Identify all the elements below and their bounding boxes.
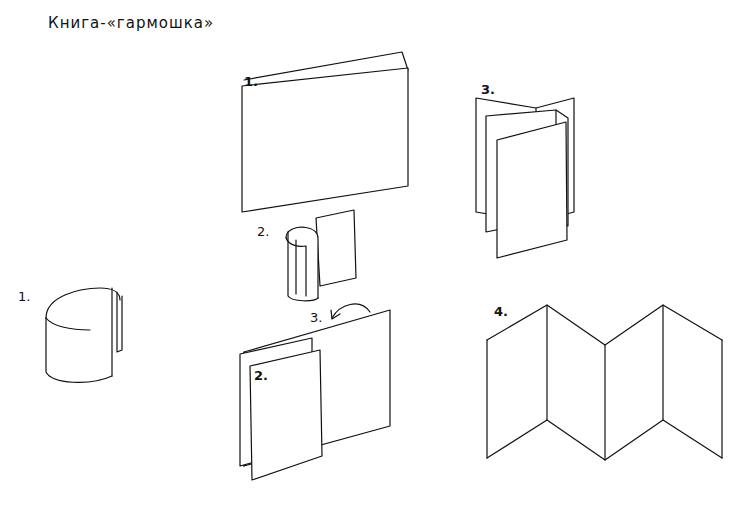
title-holder: Книга-«гармошка» — [48, 14, 214, 32]
label-holder: 2. — [254, 366, 268, 384]
step-number: 3. — [310, 310, 322, 325]
label-holder: 3. — [481, 80, 495, 98]
accordion-open — [487, 305, 722, 460]
folded-pages — [240, 304, 390, 480]
folded-sheet — [242, 52, 408, 212]
step-number: 2. — [254, 368, 268, 383]
curled-sheet — [286, 210, 356, 301]
step-number: 1. — [244, 74, 258, 89]
label-holder: 3. — [310, 308, 322, 326]
step-number: 4. — [494, 304, 508, 319]
label-holder: 4. — [494, 302, 508, 320]
accordion-closed — [476, 98, 574, 258]
step-number: 2. — [257, 224, 269, 239]
title: Книга-«гармошка» — [48, 14, 214, 32]
step-number: 1. — [18, 289, 30, 304]
label-holder: 1. — [18, 287, 30, 305]
label-holder: 2. — [257, 222, 269, 240]
step-number: 3. — [481, 82, 495, 97]
label-holder: 1. — [244, 72, 258, 90]
rolled-sheet — [46, 288, 122, 382]
